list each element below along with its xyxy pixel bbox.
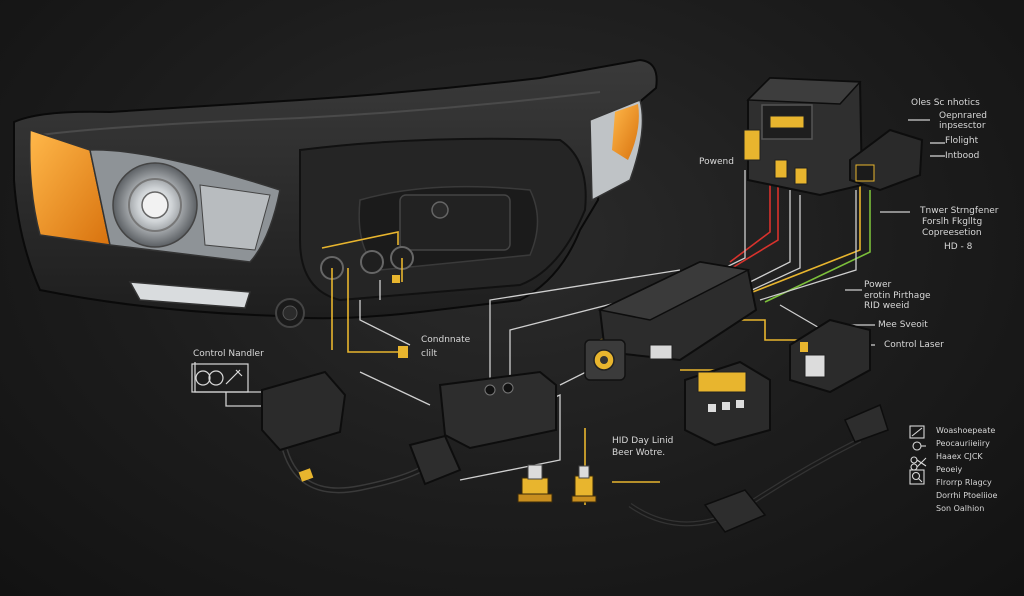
- label-oles-accent: Oles: [911, 98, 931, 108]
- search-icon: [909, 469, 925, 485]
- legend-text: Peoeiy: [936, 465, 963, 474]
- label-beer-wotre: Beer Wotre.: [612, 448, 666, 458]
- label-control-nandler: Control Nandler: [193, 349, 264, 359]
- label-condnnate: Condnnate: [421, 335, 471, 345]
- legend-text: Son Oalhion: [936, 504, 985, 513]
- label-clilt: clilt: [421, 349, 437, 359]
- green-wires: [764, 190, 871, 303]
- relay-module-top: [743, 76, 864, 197]
- relay-module-small: [849, 128, 924, 192]
- legend-text: Flrorrp Rlagcy: [936, 478, 992, 487]
- label-control-laser: Control Laser: [884, 340, 944, 350]
- harness-connector-left: [261, 370, 462, 494]
- label-powend: Powend: [699, 157, 734, 167]
- control-handler-symbol: [191, 363, 249, 393]
- harness-cable-right: [628, 403, 889, 533]
- label-oles: Oles Sc nhotics: [911, 98, 980, 109]
- label-tnwer: Tnwer Strngfener: [920, 206, 999, 216]
- hid-bulb-left: [517, 464, 553, 503]
- legend-text: Haaex CJCK: [936, 452, 983, 461]
- label-hid-day: HID Day Linid: [612, 436, 674, 446]
- connector-icon: [912, 441, 926, 451]
- legend-text: Woashoepeate: [936, 426, 996, 435]
- tools-icon: [909, 425, 925, 439]
- fuse-tags: [392, 275, 408, 358]
- hid-bulb-right: [571, 465, 597, 503]
- bumper-connectors: [320, 201, 449, 280]
- label-flolight: Flolight: [945, 136, 979, 146]
- side-connector: [789, 318, 871, 394]
- legend-text: Dorrhi Ptoeliioe: [936, 491, 998, 500]
- legend-row: Flrorrp Rlagcy: [936, 476, 1024, 489]
- scissors-icon: [910, 456, 927, 471]
- main-control-module: [584, 260, 758, 381]
- label-hd-code: HD - 8: [944, 242, 973, 252]
- right-headlamp: [589, 98, 644, 202]
- label-erotin: erotin Pirthage: [864, 291, 931, 301]
- legend-row: Haaex CJCK: [936, 450, 1024, 463]
- label-power: Power: [864, 280, 892, 290]
- label-intbood: Intbood: [945, 151, 980, 161]
- legend: Woashoepeate Peocauriieiiry Haaex CJCK P…: [936, 424, 1024, 515]
- label-copreesetion: Copreesetion: [922, 228, 982, 238]
- hid-ballast-module: [684, 360, 771, 447]
- front-bumper: [13, 58, 658, 328]
- legend-text: Peocauriieiiry: [936, 439, 990, 448]
- left-headlamp: [28, 128, 281, 263]
- legend-row: Son Oalhion: [936, 502, 1024, 515]
- label-impsescter: inpsesctor: [939, 121, 986, 131]
- label-mee-sveoit: Mee Sveoit: [878, 320, 928, 330]
- legend-row: Peocauriieiiry: [936, 437, 1024, 450]
- label-oles-rest: Sc nhotics: [933, 98, 980, 108]
- legend-row: Peoeiy: [936, 463, 1024, 476]
- red-wires: [729, 180, 779, 269]
- control-box: [438, 370, 557, 450]
- legend-row: Woashoepeate: [936, 424, 1024, 437]
- legend-row: Dorrhi Ptoeliioe: [936, 489, 1024, 502]
- label-doprofted: Oepnrared: [939, 111, 988, 121]
- label-forslh: Forslh Fkglltg: [922, 217, 983, 227]
- label-rid-weeid: RID weeid: [864, 301, 910, 311]
